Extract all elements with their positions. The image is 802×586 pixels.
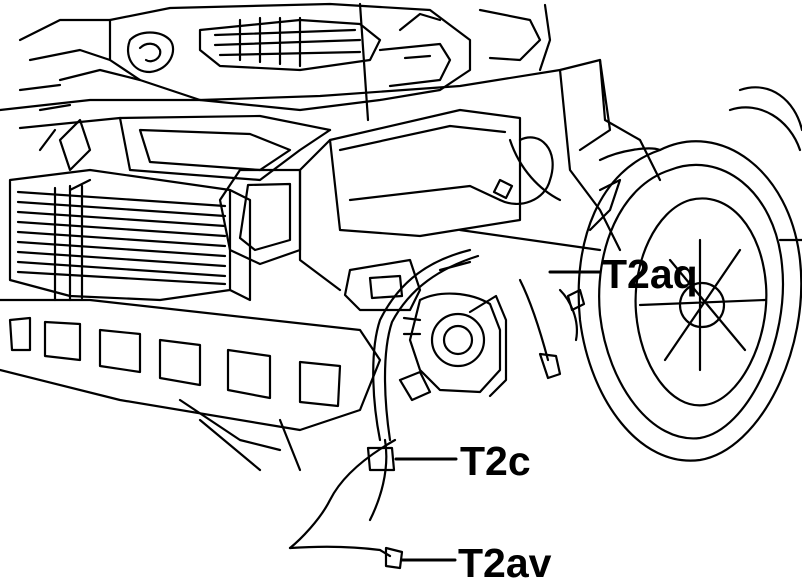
front-wheel <box>577 86 802 462</box>
label-t2av: T2av <box>458 540 552 586</box>
front-bumper <box>0 298 382 472</box>
label-t2c: T2c <box>460 438 531 484</box>
air-filter-housing <box>298 108 522 292</box>
wiring-harness <box>288 136 602 570</box>
headlight-housing <box>218 168 302 266</box>
label-t2aq: T2aq <box>602 251 698 297</box>
leader-lines <box>394 270 602 562</box>
radiator-grille <box>8 168 252 302</box>
engine-top <box>18 2 552 122</box>
front-panel <box>0 58 662 252</box>
horn-unit <box>398 292 508 402</box>
